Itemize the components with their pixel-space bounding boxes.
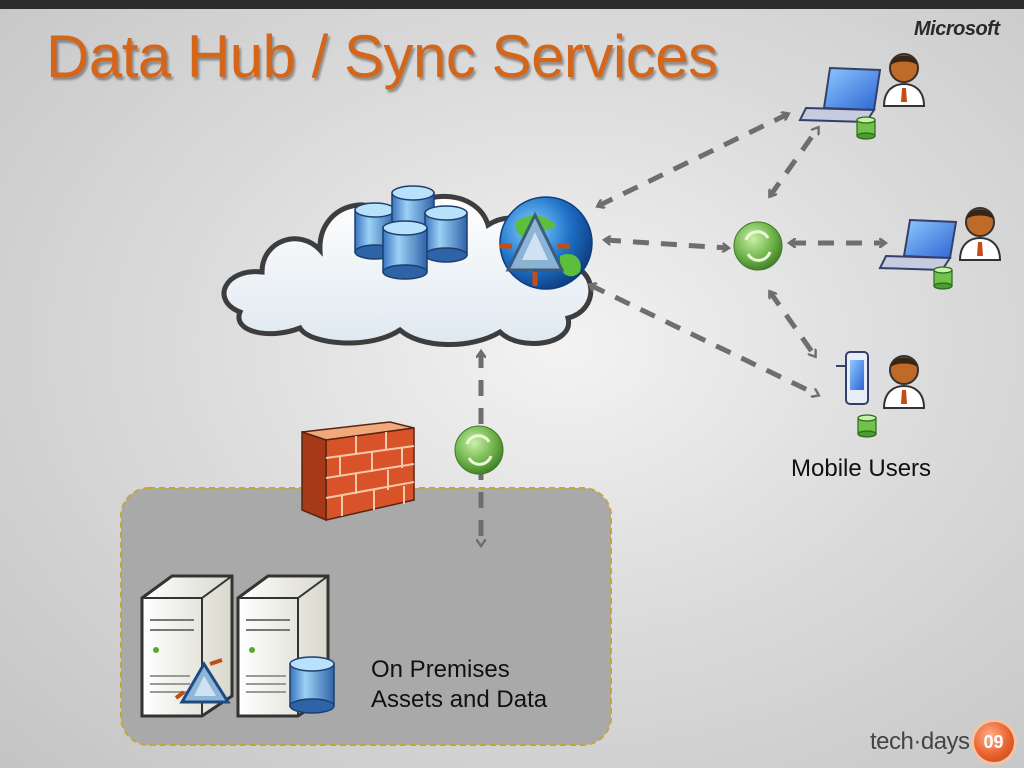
on-premises-label-line2: Assets and Data [371,686,548,713]
database-icon [857,414,877,438]
user-icon [882,53,926,107]
mobile-users-label: Mobile Users [791,455,932,482]
top-bar [0,0,1024,9]
arrow-cloud-to-mobile [590,285,818,395]
event-logo: tech·days 09 [870,722,1014,762]
database-icon [289,656,335,714]
sync-framework-icon [174,658,231,704]
user-icon [882,355,926,409]
database-icon [856,116,876,140]
sync-icon [733,221,783,271]
event-name: tech·days [870,728,970,755]
globe-icon [499,196,593,290]
arrow-sync-to-laptop-top [767,128,821,196]
arrow-cloud-to-sync [605,240,728,248]
firewall-icon [301,421,415,522]
brand-logo: Microsoft [914,18,1000,40]
user-icon [958,207,1002,261]
arrow-cloud-to-laptop-top [598,114,788,206]
on-premises-label-line1: On Premises [371,656,510,683]
on-premises-label: On Premises Assets and Data [371,655,547,715]
laptop-icon [878,218,958,272]
arrow-sync-to-mobile [767,292,818,356]
sync-icon [454,425,504,475]
laptop-icon [798,66,882,124]
mobile-device-icon [836,351,869,405]
event-badge-icon: 09 [973,722,1014,762]
database-icon [354,185,468,280]
database-icon [933,266,953,290]
slide-title: Data Hub / Sync Services [46,23,718,90]
